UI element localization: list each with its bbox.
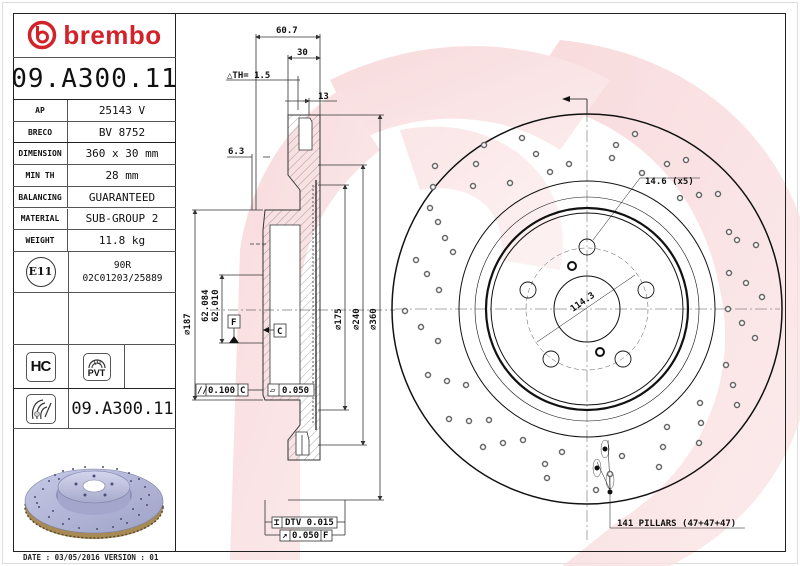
spec-row-ap: AP 25143 V	[13, 100, 176, 122]
runout-tolerance: ↗ 0.050 F	[279, 529, 333, 542]
brand-name: brembo	[63, 19, 162, 50]
parallelism-tolerance: // 0.100 C	[195, 383, 263, 397]
pvt-vanes-icon	[87, 358, 106, 368]
spec-value: 25143 V	[98, 103, 146, 117]
flatness-tolerance: ▱ 0.050	[267, 383, 315, 397]
cert-line-2: 02C01203/25889	[82, 272, 163, 284]
spec-row-balancing: BALANCING GUARANTEED	[13, 186, 176, 209]
spec-value: 11.8 kg	[98, 234, 146, 248]
disc-type-icon	[25, 393, 56, 424]
brembo-logo-icon	[28, 20, 57, 50]
svg-text:F: F	[231, 318, 236, 328]
dim-d360: ⌀360	[369, 308, 379, 330]
spec-value: SUB-GROUP 2	[85, 212, 159, 226]
pillar-markers	[594, 446, 613, 495]
spec-value: BV 8752	[98, 125, 146, 139]
part-number: 09.A300.11	[11, 63, 178, 94]
spec-row-material: MATERIAL SUB-GROUP 2	[13, 208, 176, 231]
svg-text:0.100: 0.100	[208, 386, 235, 396]
dim-thickness: 30	[297, 48, 308, 58]
spec-row-breco: BRECO BV 8752	[13, 121, 176, 144]
spec-label: BALANCING	[13, 186, 68, 208]
spec-value: 360 x 30 mm	[85, 147, 159, 161]
svg-text:C: C	[277, 327, 282, 337]
spec-label: MIN TH	[13, 165, 68, 186]
svg-text:F: F	[323, 531, 328, 541]
logo-row: brembo	[13, 13, 176, 58]
section-view	[192, 34, 395, 536]
cert-line-1: 90R	[113, 259, 132, 271]
datum-f: F	[227, 314, 241, 343]
spec-value: 28 mm	[105, 168, 139, 182]
drawing-frame	[13, 13, 786, 552]
dtv-tolerance: ⌶ DTV 0.015	[271, 516, 338, 529]
dim-d175: ⌀175	[334, 308, 344, 330]
svg-text:0.050: 0.050	[282, 386, 309, 396]
date-version: DATE : 03/05/2016 VERSION : 01	[23, 553, 159, 562]
certification-row: E11 90R 02C01203/25889	[13, 251, 176, 293]
dim-delta-th: △TH= 1.5	[227, 71, 270, 81]
product-image	[13, 429, 176, 552]
spec-label: WEIGHT	[13, 230, 68, 251]
technical-drawing: 60.7 30 △TH= 1.5 13 6.3 ⌀187 62.084 62.0…	[183, 26, 783, 542]
blank-row	[13, 293, 176, 345]
front-view	[391, 96, 783, 540]
brake-disc-3d-illustration	[24, 466, 164, 539]
pcd-dimension: 114.3	[569, 291, 597, 315]
spec-label: DIMENSION	[13, 143, 68, 165]
svg-text:↗: ↗	[282, 531, 287, 541]
drilled-holes	[401, 130, 766, 494]
spec-label: MATERIAL	[13, 208, 68, 230]
hole-size-note: 14.6 (x5)	[645, 177, 694, 187]
dim-overall-width: 60.7	[276, 26, 298, 36]
datum-c: C	[263, 323, 287, 338]
spec-row-dimension: DIMENSION 360 x 30 mm	[13, 143, 176, 166]
dim-offset: 6.3	[228, 147, 244, 157]
svg-text://: //	[197, 386, 208, 396]
spec-label: AP	[13, 100, 68, 121]
badges-row: HC PVT	[13, 345, 176, 389]
spec-label: BRECO	[13, 121, 68, 143]
svg-text:DTV 0.015: DTV 0.015	[285, 518, 334, 528]
dim-d240: ⌀240	[352, 308, 362, 330]
hc-badge-icon: HC	[25, 351, 56, 382]
part-number-repeat: 09.A300.11	[71, 398, 174, 419]
spec-value: GUARANTEED	[88, 190, 156, 204]
part-number-row: 09.A300.11	[11, 58, 178, 100]
dim-vane: 13	[318, 92, 329, 102]
part-number-row-2: 09.A300.11	[13, 389, 176, 429]
svg-text:▱: ▱	[270, 386, 276, 396]
dim-bore-max: 62.084	[201, 289, 211, 322]
title-block: brembo 09.A300.11 AP 25143 V BRECO BV 87…	[11, 13, 178, 552]
dim-bore-min: 62.010	[211, 289, 221, 322]
svg-text:⌶: ⌶	[274, 518, 280, 528]
svg-text:0.050: 0.050	[292, 531, 319, 541]
pvt-badge-icon: PVT	[82, 352, 111, 381]
e11-mark-icon: E11	[25, 256, 56, 287]
pillars-note: 141 PILLARS (47+47+47)	[617, 519, 736, 529]
spec-row-weight: WEIGHT 11.8 kg	[13, 230, 176, 252]
svg-text:C: C	[240, 386, 245, 396]
spec-row-min-th: MIN TH 28 mm	[13, 165, 176, 187]
dim-d187: ⌀187	[183, 313, 193, 335]
